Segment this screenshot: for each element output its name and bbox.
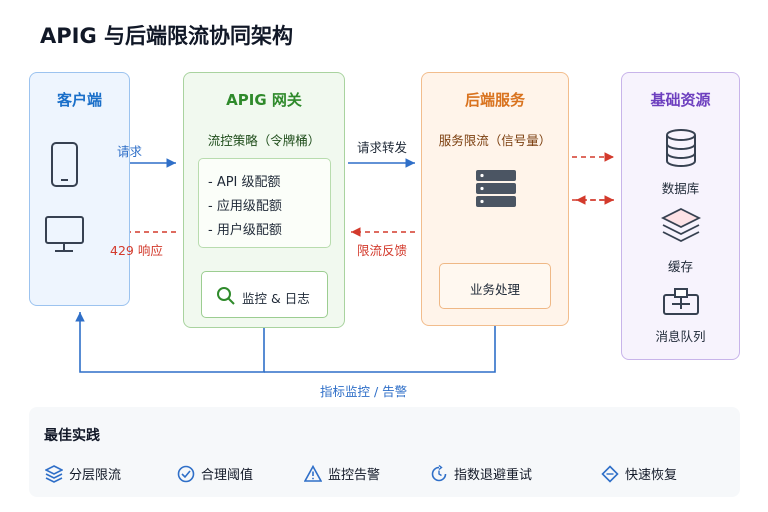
quota-list: - API 级配额 - 应用级配额 - 用户级配额 xyxy=(198,158,331,248)
mobile-phone-icon xyxy=(51,142,78,187)
practice-label: 快速恢复 xyxy=(625,468,678,483)
monitor-log-label: 监控 & 日志 xyxy=(242,291,310,306)
feedback-label: 限流反馈 xyxy=(357,243,408,258)
resource-queue-label: 消息队列 xyxy=(655,329,706,344)
message-queue-icon xyxy=(663,288,699,315)
resource-database-label: 数据库 xyxy=(661,181,700,196)
practice-fast-recovery: 快速恢复 xyxy=(601,464,677,483)
practice-label: 合理阈值 xyxy=(201,468,254,483)
practice-label: 分层限流 xyxy=(69,468,122,483)
infrastructure-panel: 基础资源 数据库 缓存 消息队列 xyxy=(621,72,740,360)
resources-title: 基础资源 xyxy=(650,91,711,109)
best-practices-title: 最佳实践 xyxy=(44,428,100,444)
rate-limit-policy-title: 流控策略（令牌桶） xyxy=(207,133,321,148)
practice-label: 指数退避重试 xyxy=(454,468,533,483)
response-429-label: 429 响应 xyxy=(110,243,163,258)
best-practices-panel: 最佳实践 xyxy=(29,407,740,497)
business-processing-box: 业务处理 xyxy=(439,263,551,309)
page-title: APIG 与后端限流协同架构 xyxy=(40,24,294,48)
retry-timer-icon xyxy=(431,464,447,481)
service-limit-title: 服务限流（信号量） xyxy=(438,133,552,148)
practice-backoff-retry: 指数退避重试 xyxy=(430,464,532,483)
resource-cache-label: 缓存 xyxy=(667,259,693,274)
server-icon xyxy=(476,170,516,207)
quota-item-app: - 应用级配额 xyxy=(208,199,282,214)
backend-title: 后端服务 xyxy=(464,91,525,109)
quota-item-user: - 用户级配额 xyxy=(208,223,282,238)
client-title: 客户端 xyxy=(56,91,102,109)
gateway-title: APIG 网关 xyxy=(226,91,302,109)
cache-layers-icon xyxy=(660,207,702,243)
desktop-monitor-icon xyxy=(45,216,84,252)
monitor-alert-label: 指标监控 / 告警 xyxy=(320,384,408,399)
monitor-log-box: 监控 & 日志 xyxy=(201,271,328,318)
monitoring-loop-arrow xyxy=(75,312,265,373)
practice-layered-limit: 分层限流 xyxy=(45,464,121,483)
business-processing-label: 业务处理 xyxy=(469,282,520,297)
request-label: 请求 xyxy=(117,144,143,159)
client-panel: 客户端 xyxy=(29,72,130,306)
practice-threshold: 合理阈值 xyxy=(177,464,253,483)
check-circle-icon xyxy=(177,465,195,482)
layers-icon xyxy=(45,464,63,483)
practice-label: 监控告警 xyxy=(328,468,381,483)
practice-monitor-alert: 监控告警 xyxy=(304,464,380,483)
warning-triangle-icon xyxy=(304,464,322,482)
forward-label: 请求转发 xyxy=(357,140,408,155)
diamond-icon xyxy=(601,464,619,483)
database-icon xyxy=(666,129,696,167)
quota-item-api: - API 级配额 xyxy=(208,175,281,190)
search-icon xyxy=(217,287,235,305)
